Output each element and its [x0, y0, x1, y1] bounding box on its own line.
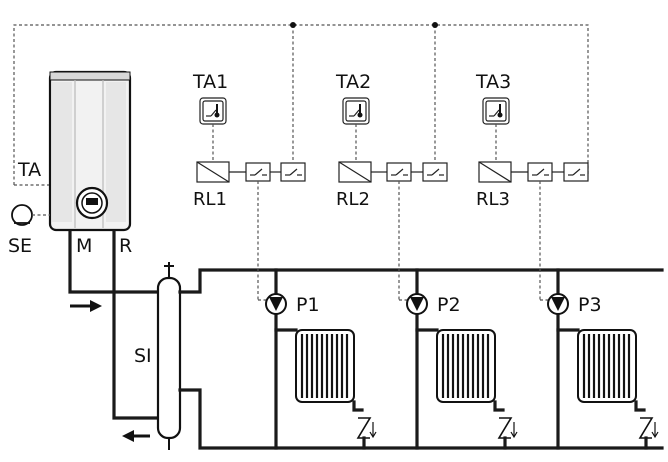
- zone-2: TA2 RL2 P2: [335, 71, 518, 450]
- arrow-right-icon: [70, 300, 102, 312]
- outdoor-sensor-icon: [11, 204, 33, 226]
- control-bus: [13, 24, 589, 185]
- return-label: R: [119, 235, 132, 257]
- thermostat-label-3: TA3: [475, 71, 511, 93]
- radiator-icon: [576, 328, 638, 404]
- switch-contact-icon: [280, 162, 306, 182]
- switch-contact-icon: [245, 162, 271, 182]
- separator-label: SI: [134, 345, 152, 367]
- relay-icon: [478, 161, 512, 183]
- bus-junction-1: [290, 22, 296, 28]
- pump-icon: [265, 293, 287, 315]
- pump-label-2: P2: [437, 294, 461, 316]
- thermostat-icon: [199, 97, 227, 125]
- thermostat-label-2: TA2: [335, 71, 371, 93]
- pump-label-3: P3: [578, 294, 602, 316]
- relay-label-1: RL1: [193, 189, 227, 210]
- boiler-label: TA: [17, 159, 41, 181]
- pump-icon: [406, 293, 428, 315]
- sensor-label: SE: [8, 235, 32, 257]
- flow-label: M: [76, 235, 92, 257]
- thermostatic-valve-icon: [357, 417, 377, 439]
- radiator-icon: [294, 328, 356, 404]
- thermostatic-valve-icon: [639, 417, 659, 439]
- thermostatic-valve-icon: [498, 417, 518, 439]
- arrow-left-icon: [122, 430, 150, 442]
- zone-1: TA1 RL1 P1: [192, 71, 377, 450]
- thermostat-icon: [342, 97, 370, 125]
- relay-icon: [338, 161, 372, 183]
- switch-contact-icon: [563, 162, 589, 182]
- relay-label-3: RL3: [476, 189, 510, 210]
- relay-label-2: RL2: [336, 189, 370, 210]
- thermostat-icon: [482, 97, 510, 125]
- bus-junction-2: [432, 22, 438, 28]
- zone-3: TA3 RL3 P3: [475, 71, 659, 450]
- secondary-return-pipe: [178, 388, 664, 450]
- primary-flow-pipe: [68, 230, 160, 294]
- radiator-icon: [435, 328, 497, 404]
- thermostat-label-1: TA1: [192, 71, 228, 93]
- pump-icon: [547, 293, 569, 315]
- switch-contact-icon: [527, 162, 553, 182]
- boiler-icon: [48, 70, 132, 232]
- switch-contact-icon: [386, 162, 412, 182]
- primary-return-pipe: [112, 230, 160, 420]
- secondary-flow-pipe: [178, 268, 664, 294]
- relay-icon: [196, 161, 230, 183]
- switch-contact-icon: [422, 162, 448, 182]
- hydraulic-separator-icon: [156, 262, 182, 450]
- pump-label-1: P1: [296, 294, 320, 316]
